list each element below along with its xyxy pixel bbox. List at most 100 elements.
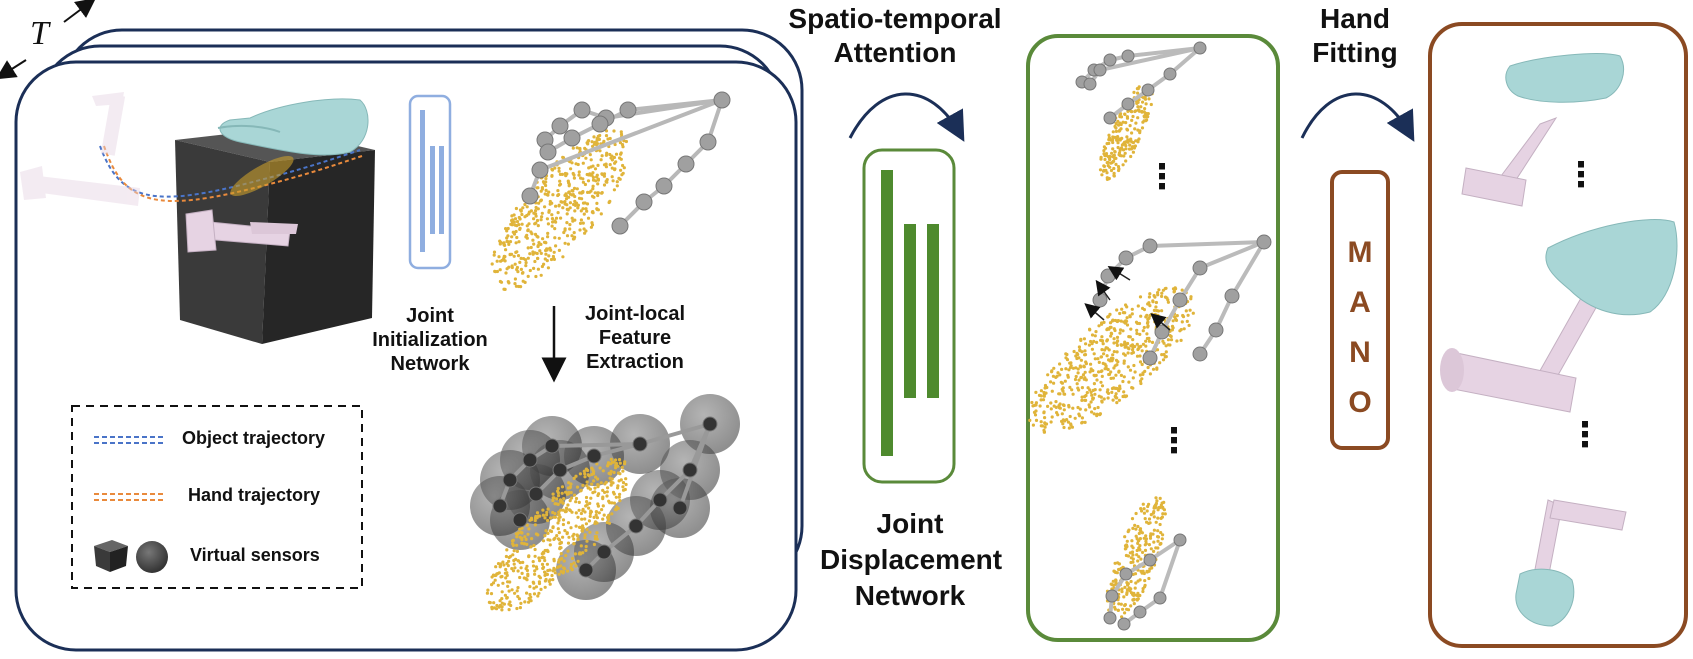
- point: [515, 235, 519, 240]
- point: [1144, 339, 1148, 343]
- point: [583, 231, 587, 235]
- point: [505, 573, 509, 578]
- point: [1145, 115, 1149, 119]
- point: [1128, 315, 1132, 319]
- point: [1129, 556, 1133, 560]
- point: [1119, 319, 1123, 323]
- point: [1081, 373, 1086, 377]
- displacement-arrow: [1095, 279, 1111, 301]
- point: [534, 274, 538, 279]
- point: [1084, 393, 1088, 398]
- point: [1112, 341, 1116, 345]
- point: [1095, 378, 1099, 382]
- point: [581, 524, 585, 528]
- point: [1145, 509, 1149, 513]
- point: [533, 569, 537, 573]
- point: [489, 592, 494, 596]
- point: [616, 464, 620, 468]
- point: [594, 513, 598, 517]
- point: [503, 593, 507, 597]
- point: [1120, 136, 1124, 140]
- point: [1169, 338, 1174, 342]
- point: [560, 200, 564, 204]
- point: [1084, 360, 1088, 364]
- point: [1124, 553, 1128, 558]
- point: [622, 166, 626, 170]
- point: [1142, 110, 1146, 114]
- point: [1105, 161, 1109, 165]
- point: [584, 548, 588, 553]
- point: [1107, 372, 1111, 377]
- spatio-temporal-line-1: Spatio-temporal: [788, 3, 1002, 34]
- point: [523, 600, 527, 604]
- point: [507, 559, 511, 563]
- point: [1147, 316, 1151, 320]
- point: [612, 155, 617, 160]
- point: [595, 207, 599, 211]
- point: [581, 551, 585, 555]
- point: [596, 477, 600, 481]
- joint: [1142, 238, 1158, 254]
- joint: [1193, 41, 1207, 55]
- point: [1107, 176, 1111, 181]
- point: [506, 226, 510, 231]
- point: [544, 180, 548, 184]
- point: [1115, 363, 1119, 367]
- point: [608, 472, 613, 476]
- point: [569, 491, 573, 495]
- point: [1144, 534, 1148, 538]
- point: [569, 482, 573, 486]
- point: [568, 499, 572, 503]
- point: [591, 164, 595, 168]
- point: [606, 461, 611, 465]
- point: [614, 461, 619, 466]
- point: [584, 544, 588, 549]
- point: [1034, 401, 1038, 405]
- joint-displacement-network-label: Joint Displacement Network: [820, 506, 1002, 613]
- joint: [573, 101, 591, 119]
- point: [564, 506, 569, 510]
- point: [624, 477, 628, 481]
- point: [506, 584, 510, 589]
- point: [1042, 410, 1046, 414]
- point: [1133, 370, 1137, 374]
- joint: [521, 187, 539, 205]
- point: [535, 251, 539, 256]
- point: [553, 166, 557, 170]
- point: [515, 265, 520, 270]
- point: [579, 511, 584, 516]
- point: [1071, 392, 1075, 396]
- point: [595, 136, 599, 141]
- point: [576, 203, 581, 207]
- point: [1179, 328, 1183, 332]
- point: [529, 545, 533, 549]
- joint: [682, 462, 698, 478]
- point: [534, 214, 538, 218]
- point: [1097, 370, 1101, 374]
- point: [548, 578, 552, 582]
- joint: [1173, 533, 1187, 547]
- mano-letter-m: M: [1347, 236, 1373, 269]
- point: [1112, 337, 1116, 341]
- point: [564, 192, 568, 196]
- point: [545, 562, 550, 566]
- point: [1129, 344, 1133, 348]
- point: [608, 163, 612, 167]
- point: [572, 493, 577, 497]
- point: [546, 222, 551, 226]
- point: [1071, 406, 1075, 410]
- point: [1134, 527, 1138, 531]
- point: [1073, 377, 1078, 382]
- point: [586, 142, 590, 146]
- point: [589, 225, 594, 229]
- point: [541, 539, 546, 543]
- point: [1109, 161, 1113, 165]
- point: [1151, 367, 1156, 371]
- point: [526, 274, 530, 278]
- point: [1131, 560, 1135, 564]
- point: [1142, 511, 1146, 515]
- point: [584, 156, 588, 160]
- point: [1122, 343, 1126, 347]
- joint: [619, 101, 637, 119]
- point: [1102, 145, 1106, 149]
